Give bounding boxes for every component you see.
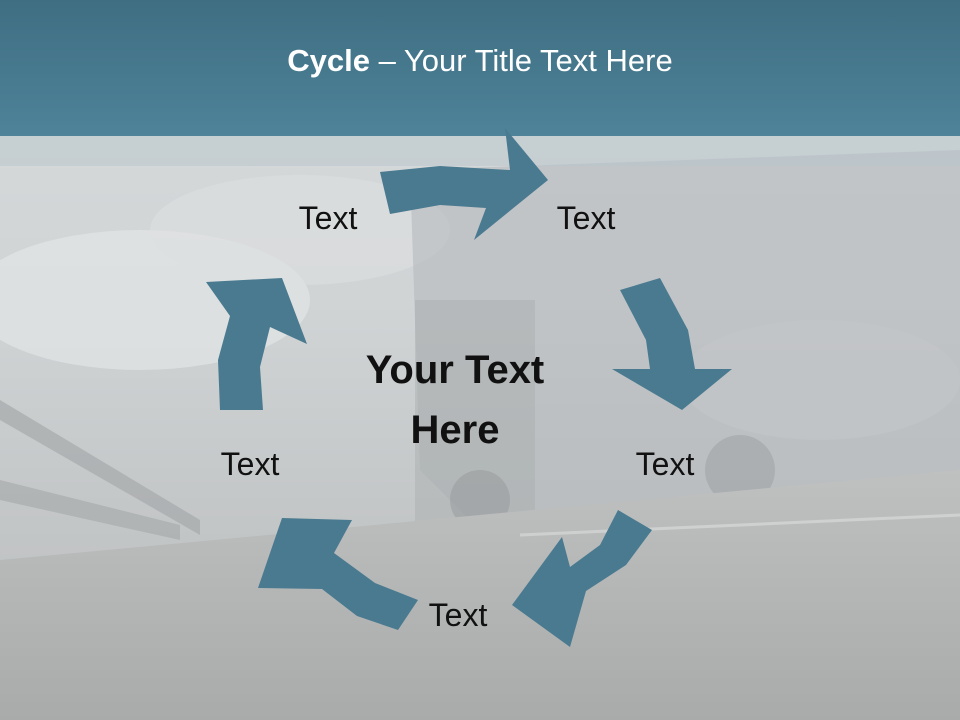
center-text-line1: Your Text (365, 348, 545, 392)
cycle-node-label: Text (556, 200, 616, 236)
cycle-arrow-1 (380, 128, 548, 240)
center-text-line2: Here (410, 408, 500, 452)
cycle-node-label: Text (635, 446, 695, 482)
cycle-node-label: Text (428, 597, 488, 633)
slide-title: Cycle – Your Title Text Here (287, 43, 672, 79)
cycle-arrow-5 (206, 278, 307, 410)
title-bold: Cycle (287, 43, 370, 78)
title-bar-band (0, 136, 960, 166)
cycle-node-label: Text (298, 200, 358, 236)
cycle-arrow-2 (612, 278, 732, 410)
cycle-arrow-3 (512, 510, 652, 647)
title-bar-fill (0, 0, 960, 136)
center-text: Your Text Here (335, 340, 575, 460)
cycle-arrow-4 (258, 518, 418, 630)
cycle-node-label: Text (220, 446, 280, 482)
title-bar: Cycle – Your Title Text Here (0, 0, 960, 136)
title-rest: – Your Title Text Here (370, 43, 673, 78)
